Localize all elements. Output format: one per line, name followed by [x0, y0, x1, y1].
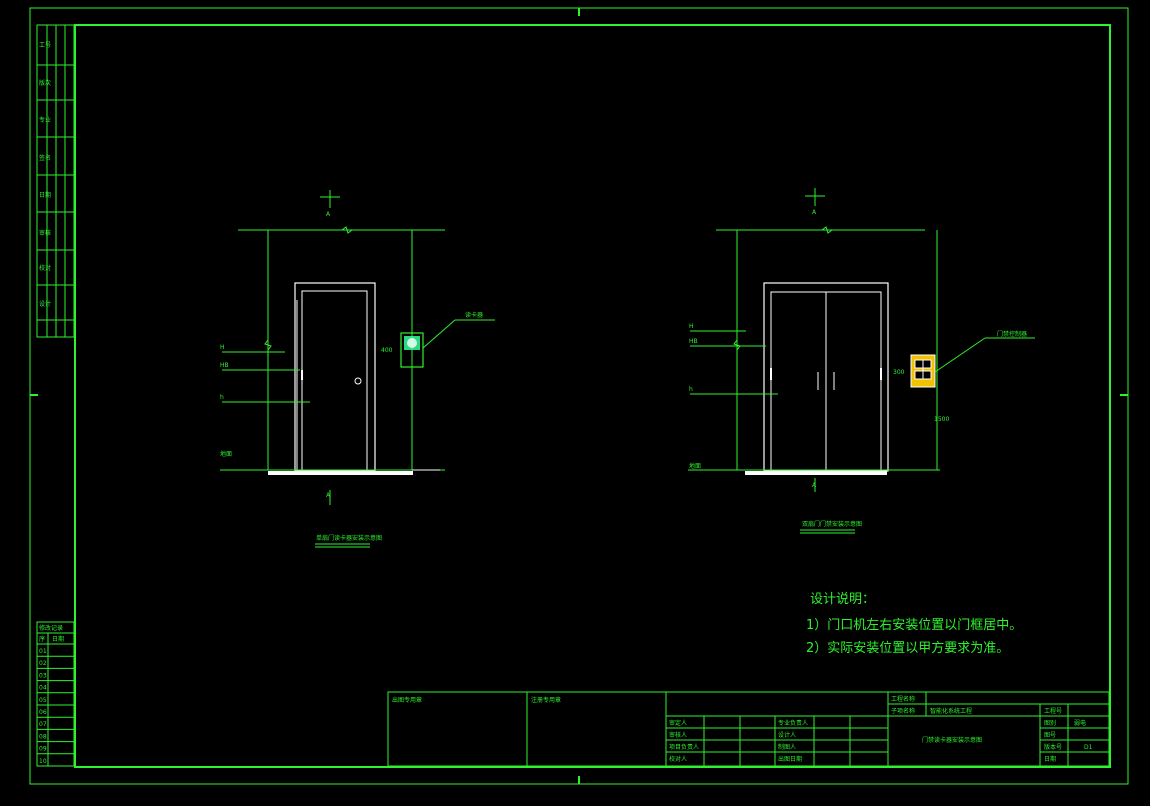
left-signature-strip: 工号 版次 专业 签名 日期 审核 校对 设计 — [36, 24, 75, 338]
strip-label: 专业 — [39, 116, 51, 124]
info-value: 弱电 — [1074, 719, 1086, 727]
floor-slab — [745, 471, 887, 475]
info-label: 图别 — [1044, 719, 1056, 727]
dim-label: 300 — [893, 369, 905, 376]
role-label: 制图人 — [778, 743, 796, 751]
drawing-caption: 单扇门读卡器安装示意图 — [316, 534, 382, 542]
floor-slab — [268, 471, 413, 475]
info-label: 日期 — [1044, 755, 1056, 763]
revision-row-no: 03 — [39, 672, 47, 679]
level-label: HB — [689, 338, 698, 345]
info-value: D1 — [1084, 744, 1093, 751]
revision-row-no: 10 — [39, 758, 47, 765]
role-label: 审定人 — [669, 719, 687, 727]
role-label: 项目负责人 — [669, 743, 699, 751]
drawing-double-door: A H HB h 地面 门禁控制器 300 1500 — [688, 188, 1035, 534]
section-mark: A — [812, 209, 817, 216]
level-label: h — [220, 394, 224, 401]
level-label: HB — [220, 362, 229, 369]
dim-label: 400 — [381, 347, 393, 354]
role-label: 出图日期 — [778, 755, 802, 763]
dim-height-label: 1500 — [934, 416, 949, 423]
level-label: H — [220, 344, 225, 351]
info-label: 图号 — [1044, 732, 1056, 739]
revision-row-no: 01 — [39, 648, 47, 655]
reader-callout: 读卡器 — [465, 311, 483, 319]
section-mark-bottom: A — [812, 482, 817, 489]
revision-row-no: 09 — [39, 746, 47, 753]
door-knob — [354, 377, 362, 385]
project-label: 工程名称 — [891, 695, 915, 703]
notes-title: 设计说明： — [810, 592, 875, 607]
section-mark: A — [326, 211, 331, 218]
notes-line: 1）门口机左右安装位置以门框居中。 — [806, 618, 1022, 633]
strip-label: 日期 — [39, 191, 51, 199]
revision-row-no: 02 — [39, 660, 47, 667]
revision-row-no: 06 — [39, 709, 47, 716]
title-block: 出图专用章 注册专用章 工程名称 子项名称 智能化系统工程 门禁读卡器安装示意图… — [387, 691, 1110, 767]
strip-label: 校对 — [39, 264, 51, 272]
design-notes: 设计说明： 1）门口机左右安装位置以门框居中。 2）实际安装位置以甲方要求为准。 — [806, 592, 1022, 656]
revision-header-date: 日期 — [52, 635, 64, 643]
controller-callout: 门禁控制器 — [997, 330, 1027, 338]
revision-table: 修改记录 序 日期 01 02 03 04 05 06 07 08 09 10 — [36, 621, 75, 767]
level-label: h — [689, 386, 693, 393]
role-label: 校对人 — [669, 755, 687, 763]
drawing-caption: 双扇门门禁安装示意图 — [802, 520, 862, 528]
card-reader-icon — [400, 332, 424, 368]
single-door-frame — [294, 282, 376, 472]
revision-row-no: 05 — [39, 697, 47, 704]
drawing-single-door: A H HB h 地面 读卡器 400 A — [220, 190, 495, 548]
inner-frame — [74, 24, 1111, 768]
level-label: 地面 — [689, 462, 701, 470]
level-label: 地面 — [220, 450, 232, 458]
stamp-label: 注册专用章 — [531, 696, 561, 704]
drawing-name: 门禁读卡器安装示意图 — [922, 736, 982, 744]
role-label: 专业负责人 — [778, 719, 808, 727]
revision-title: 修改记录 — [39, 624, 63, 632]
info-label: 工程号 — [1044, 707, 1062, 715]
strip-label: 审核 — [39, 229, 51, 237]
notes-line: 2）实际安装位置以甲方要求为准。 — [806, 640, 1009, 656]
strip-label: 签名 — [39, 154, 51, 162]
stamp-label: 出图专用章 — [392, 696, 422, 704]
info-label: 版本号 — [1044, 743, 1062, 751]
revision-row-no: 08 — [39, 733, 47, 740]
strip-label: 版次 — [39, 79, 51, 87]
single-door-leaf — [301, 290, 368, 472]
sub-label: 子项名称 — [891, 707, 915, 715]
role-label: 审核人 — [669, 731, 687, 739]
revision-header-no: 序 — [39, 635, 45, 643]
sub-value: 智能化系统工程 — [930, 707, 972, 715]
level-label: H — [689, 323, 694, 330]
role-label: 设计人 — [778, 731, 796, 739]
section-mark-bottom: A — [326, 492, 331, 499]
revision-row-no: 07 — [39, 721, 47, 728]
strip-label: 设计 — [39, 300, 51, 308]
outer-frame — [29, 7, 1129, 785]
revision-row-no: 04 — [39, 685, 47, 692]
strip-label: 工号 — [39, 42, 51, 49]
